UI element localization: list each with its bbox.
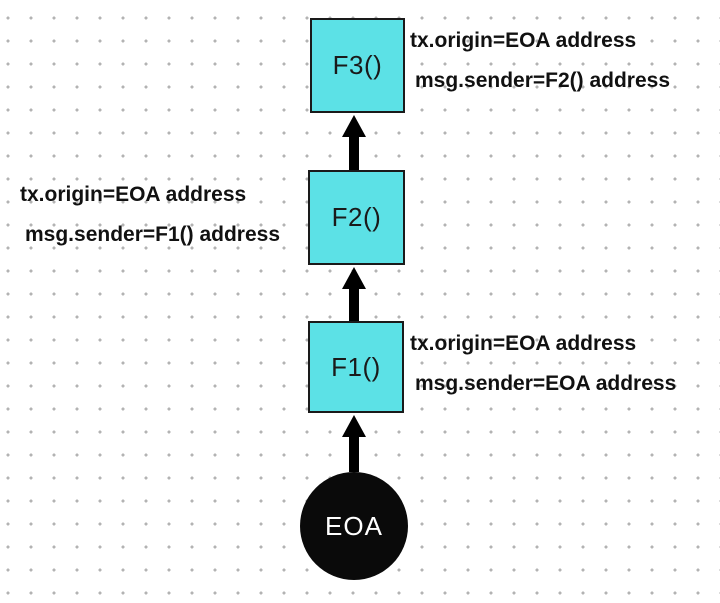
node-f3-label: F3() bbox=[332, 50, 383, 80]
annotation-f2: tx.origin=EOA address msg.sender=F1() ad… bbox=[20, 182, 280, 248]
annotation-f2-msg-sender: msg.sender=F1() address bbox=[25, 223, 281, 246]
node-f3: F3() bbox=[310, 18, 405, 113]
arrow-f2-to-f3-icon bbox=[342, 115, 366, 170]
annotation-f1-tx-origin: tx.origin=EOA address bbox=[410, 332, 637, 355]
node-f2: F2() bbox=[308, 170, 405, 265]
node-f2-label: F2() bbox=[331, 202, 382, 232]
arrow-eoa-to-f1-icon bbox=[342, 415, 366, 472]
annotation-f1-msg-sender: msg.sender=EOA address bbox=[415, 372, 677, 395]
annotation-f3-tx-origin: tx.origin=EOA address bbox=[410, 29, 637, 52]
annotation-f3-msg-sender: msg.sender=F2() address bbox=[415, 69, 671, 92]
annotation-f3: tx.origin=EOA address msg.sender=F2() ad… bbox=[410, 28, 670, 94]
node-f1-label: F1() bbox=[331, 351, 381, 382]
arrow-f1-to-f2-icon bbox=[342, 267, 366, 321]
node-eoa: EOA bbox=[300, 472, 408, 580]
node-eoa-label: EOA bbox=[325, 510, 383, 541]
node-f1: F1() bbox=[308, 321, 404, 413]
annotation-f1: tx.origin=EOA address msg.sender=EOA add… bbox=[410, 331, 676, 397]
annotation-f2-tx-origin: tx.origin=EOA address bbox=[20, 183, 247, 206]
